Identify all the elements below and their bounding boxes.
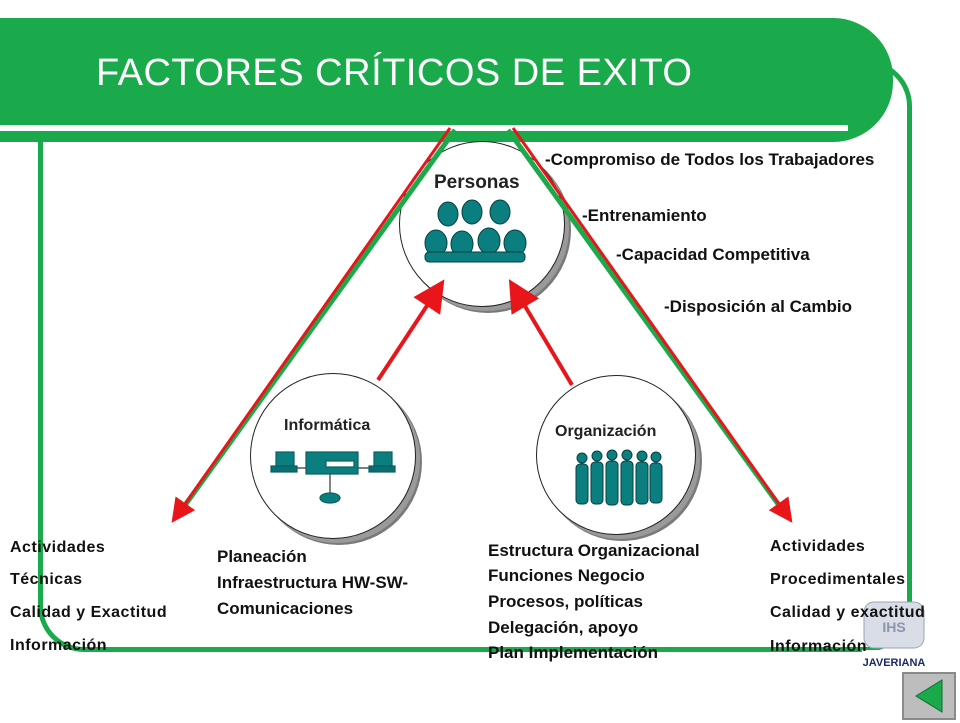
organizacion-line-4: Delegación, apoyo bbox=[488, 618, 639, 637]
left-block-line-3: Calidad y Exactitud bbox=[10, 604, 168, 621]
left-block-line-4: Información bbox=[10, 637, 108, 654]
personas-bullet-4: -Disposición al Cambio bbox=[664, 297, 852, 316]
computer-network-icon bbox=[270, 451, 396, 504]
organization-people-icon bbox=[575, 449, 663, 506]
right-block-line-2: Procedimentales bbox=[770, 571, 906, 588]
back-button[interactable] bbox=[902, 672, 956, 720]
left-big-arrow bbox=[171, 127, 458, 523]
back-arrow-icon bbox=[915, 679, 943, 713]
organizacion-line-5: Plan Implementación bbox=[488, 643, 659, 662]
informatica-to-personas-arrow bbox=[376, 279, 445, 382]
organizacion-to-personas-arrow bbox=[508, 279, 574, 387]
people-group-icon bbox=[424, 199, 527, 263]
right-big-arrow bbox=[505, 127, 793, 523]
right-block-line-1: Actividades bbox=[770, 538, 866, 555]
personas-bullet-3: -Capacidad Competitiva bbox=[616, 245, 810, 264]
organizacion-line-1: Estructura Organizacional bbox=[488, 541, 700, 560]
svg-text:JAVERIANA: JAVERIANA bbox=[863, 657, 926, 669]
informatica-line-3: Comunicaciones bbox=[217, 599, 354, 618]
left-block-line-1: Actividades bbox=[10, 539, 106, 556]
slide-title: FACTORES CRÍTICOS DE EXITO bbox=[96, 52, 693, 94]
informatica-line-1: Planeación bbox=[217, 547, 307, 566]
informatica-line-2: Infraestructura HW-SW- bbox=[217, 573, 409, 592]
informatica-label: Informática bbox=[284, 417, 371, 434]
organizacion-line-3: Procesos, políticas bbox=[488, 592, 643, 611]
right-block-line-4: Información bbox=[770, 638, 868, 655]
organizacion-line-2: Funciones Negocio bbox=[488, 566, 645, 585]
svg-text:IHS: IHS bbox=[882, 619, 905, 635]
javeriana-logo: IHS JAVERIANA bbox=[858, 600, 930, 672]
header-bar bbox=[0, 18, 893, 142]
header-underline bbox=[0, 125, 848, 131]
organizacion-label: Organización bbox=[555, 423, 657, 440]
personas-label: Personas bbox=[434, 172, 520, 193]
personas-bullet-2: -Entrenamiento bbox=[582, 206, 707, 225]
javeriana-seal-icon: IHS JAVERIANA bbox=[862, 601, 926, 670]
left-block-line-2: Técnicas bbox=[10, 571, 83, 588]
right-block-line-3: Calidad y exactitud bbox=[770, 604, 926, 621]
personas-bullet-1: -Compromiso de Todos los Trabajadores bbox=[545, 150, 875, 169]
